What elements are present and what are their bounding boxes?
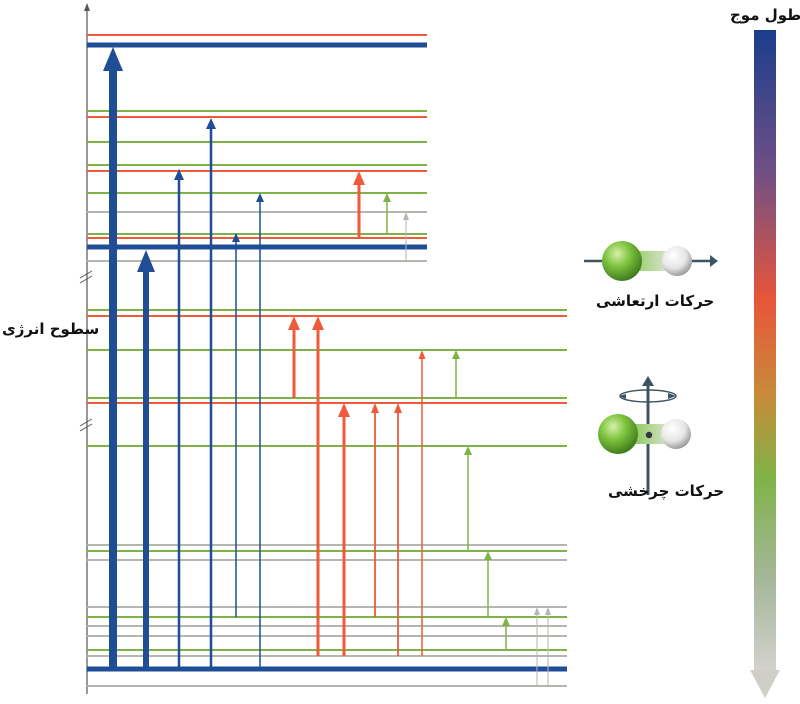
transition-arrow (371, 403, 379, 617)
transition-arrows (103, 47, 551, 686)
transition-arrow (394, 403, 402, 656)
transition-arrow (484, 551, 492, 617)
transition-arrow (534, 607, 540, 686)
transition-arrow (464, 446, 472, 551)
molecule-rotation-icon (598, 376, 691, 495)
transition-arrow (174, 169, 184, 669)
transition-arrow (452, 350, 460, 398)
transition-arrow (288, 316, 300, 398)
transition-arrow (418, 350, 426, 656)
transition-arrow (103, 47, 123, 669)
energy-levels-label: سطوح انرژی (2, 320, 100, 338)
transition-arrow (545, 607, 551, 686)
transition-arrow (502, 617, 510, 650)
rotational-motion-label: حرکات چرخشی (608, 482, 725, 500)
transition-arrow (353, 171, 365, 238)
axis-break-lower (79, 418, 93, 432)
energy-axis (79, 3, 93, 694)
gradient-arrow-down-icon (750, 30, 780, 698)
transition-arrow (232, 233, 240, 617)
transition-arrow (403, 212, 409, 261)
axis-break-upper (79, 270, 93, 284)
energy-levels (87, 34, 567, 687)
transition-arrow (383, 193, 391, 234)
transition-arrow (338, 403, 350, 656)
transition-arrow (206, 118, 216, 669)
transition-arrow (256, 193, 264, 669)
molecule-vibration-icon (584, 241, 718, 281)
transition-arrow (312, 316, 324, 656)
transition-arrow (137, 250, 155, 669)
vibrational-motion-label: حرکات ارتعاشی (596, 292, 715, 310)
wavelength-label: طول موج (730, 6, 800, 24)
